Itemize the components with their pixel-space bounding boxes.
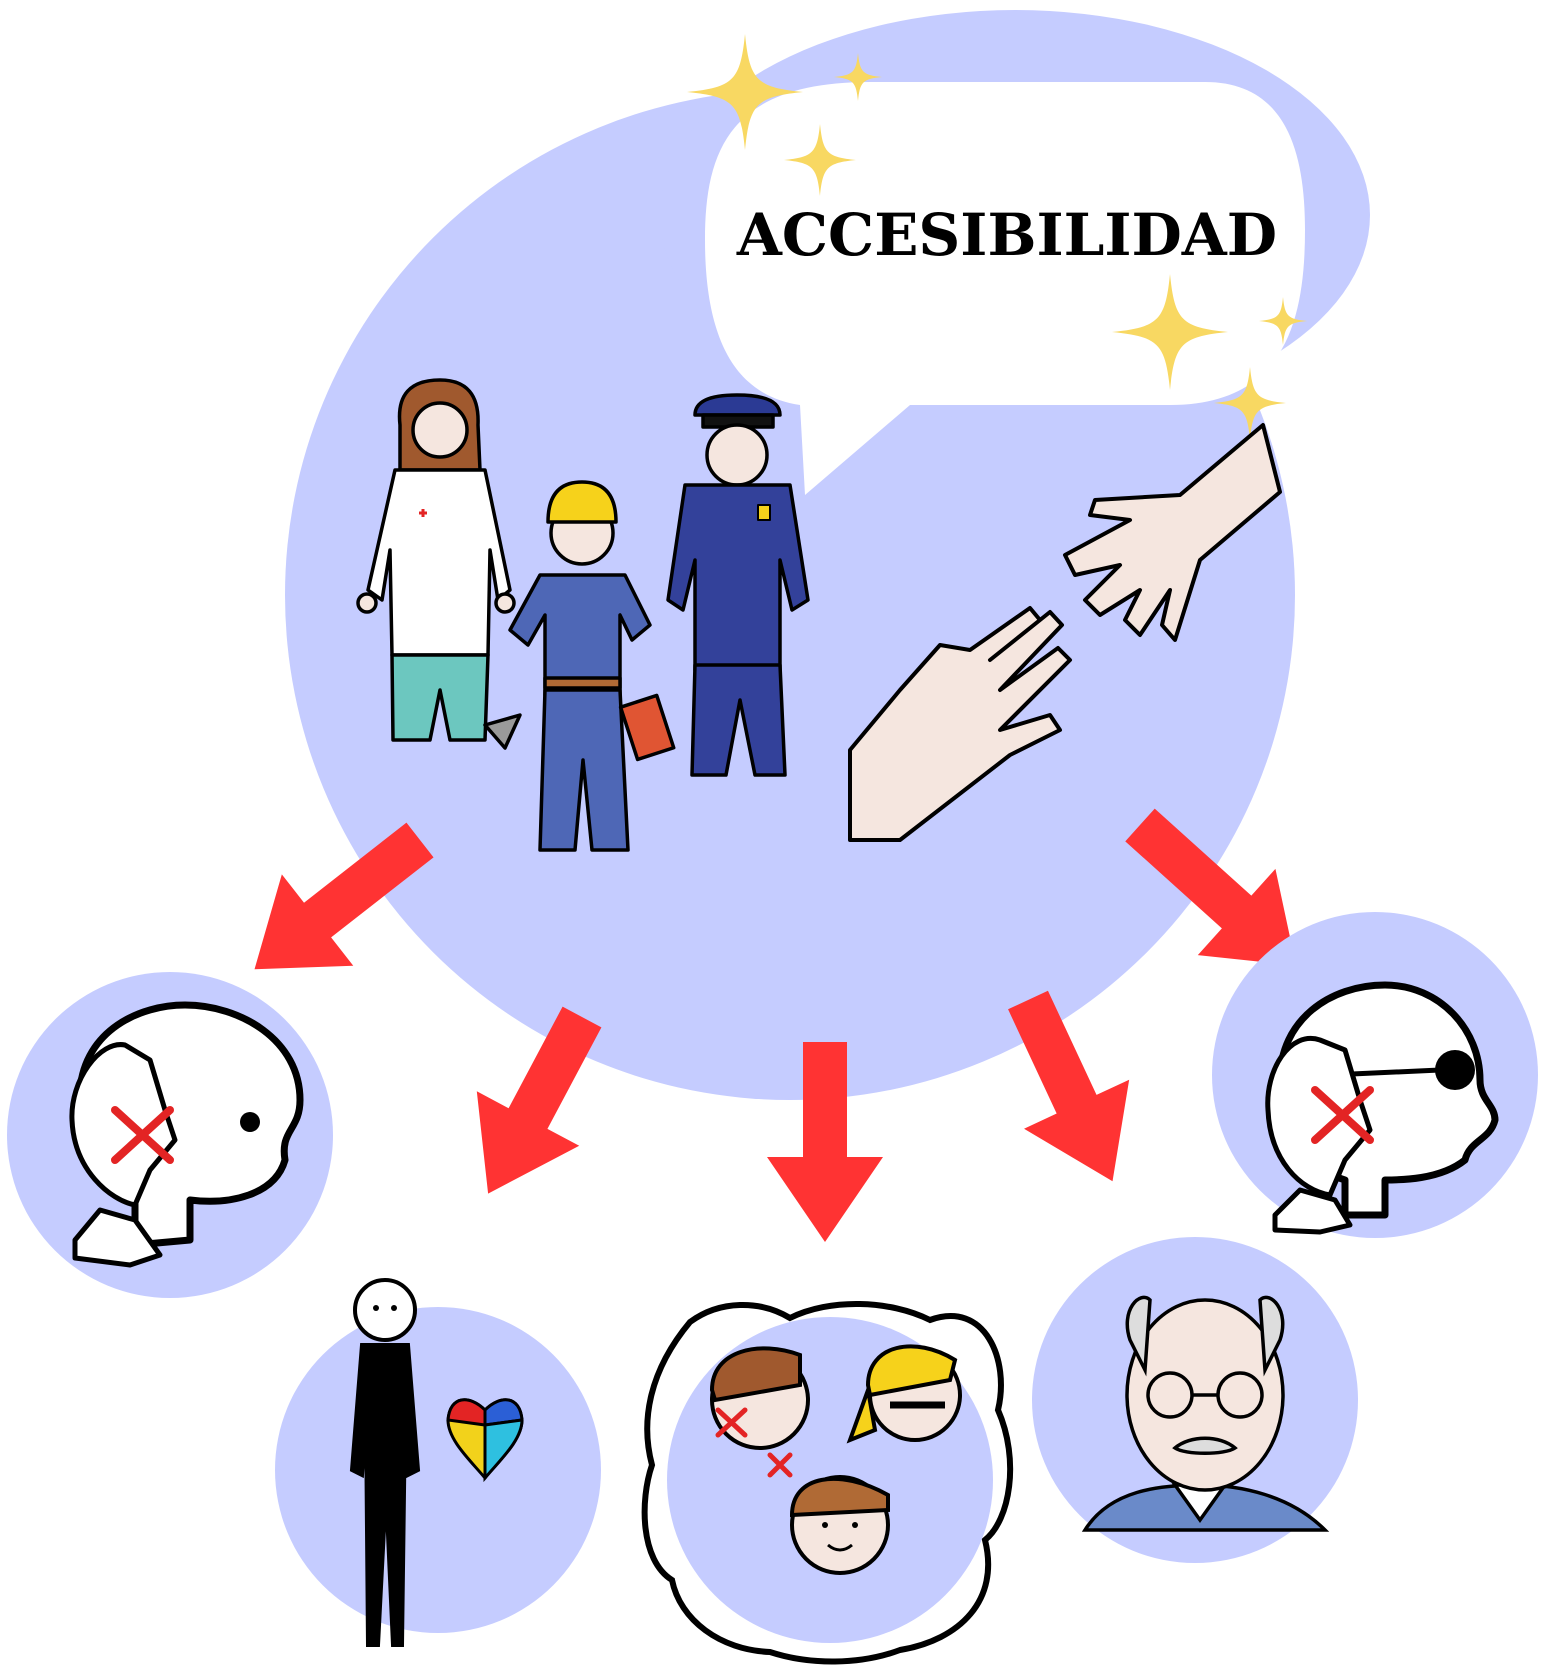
group-autism [275,1278,601,1647]
arrow-to-hearing [254,822,434,970]
group-hearing [7,972,333,1298]
arrow-to-diversity [767,1042,883,1242]
diverse-people-icon [709,1344,962,1575]
group-blind [1212,912,1538,1238]
blind-person-icon [1265,981,1499,1235]
page-title: ACCESIBILIDAD [736,201,1277,269]
arrows [254,808,1297,1242]
police-figure [666,393,810,777]
arrow-to-blind [1125,808,1297,966]
arrow-to-autism [476,1006,602,1194]
workers-icon [356,378,810,852]
autism-person-icon [349,1278,421,1647]
doctor-figure [356,378,516,742]
puzzle-heart-icon [446,1398,524,1483]
deaf-person-icon [69,1001,304,1268]
speech-bubble: ACCESIBILIDAD [705,82,1305,495]
group-elderly [1032,1237,1358,1563]
helping-hands-icon [848,423,1282,842]
arrow-to-elderly [1008,990,1130,1182]
group-diversity [641,1300,1014,1665]
elderly-person-icon [1081,1295,1330,1532]
builder-figure [483,480,676,852]
